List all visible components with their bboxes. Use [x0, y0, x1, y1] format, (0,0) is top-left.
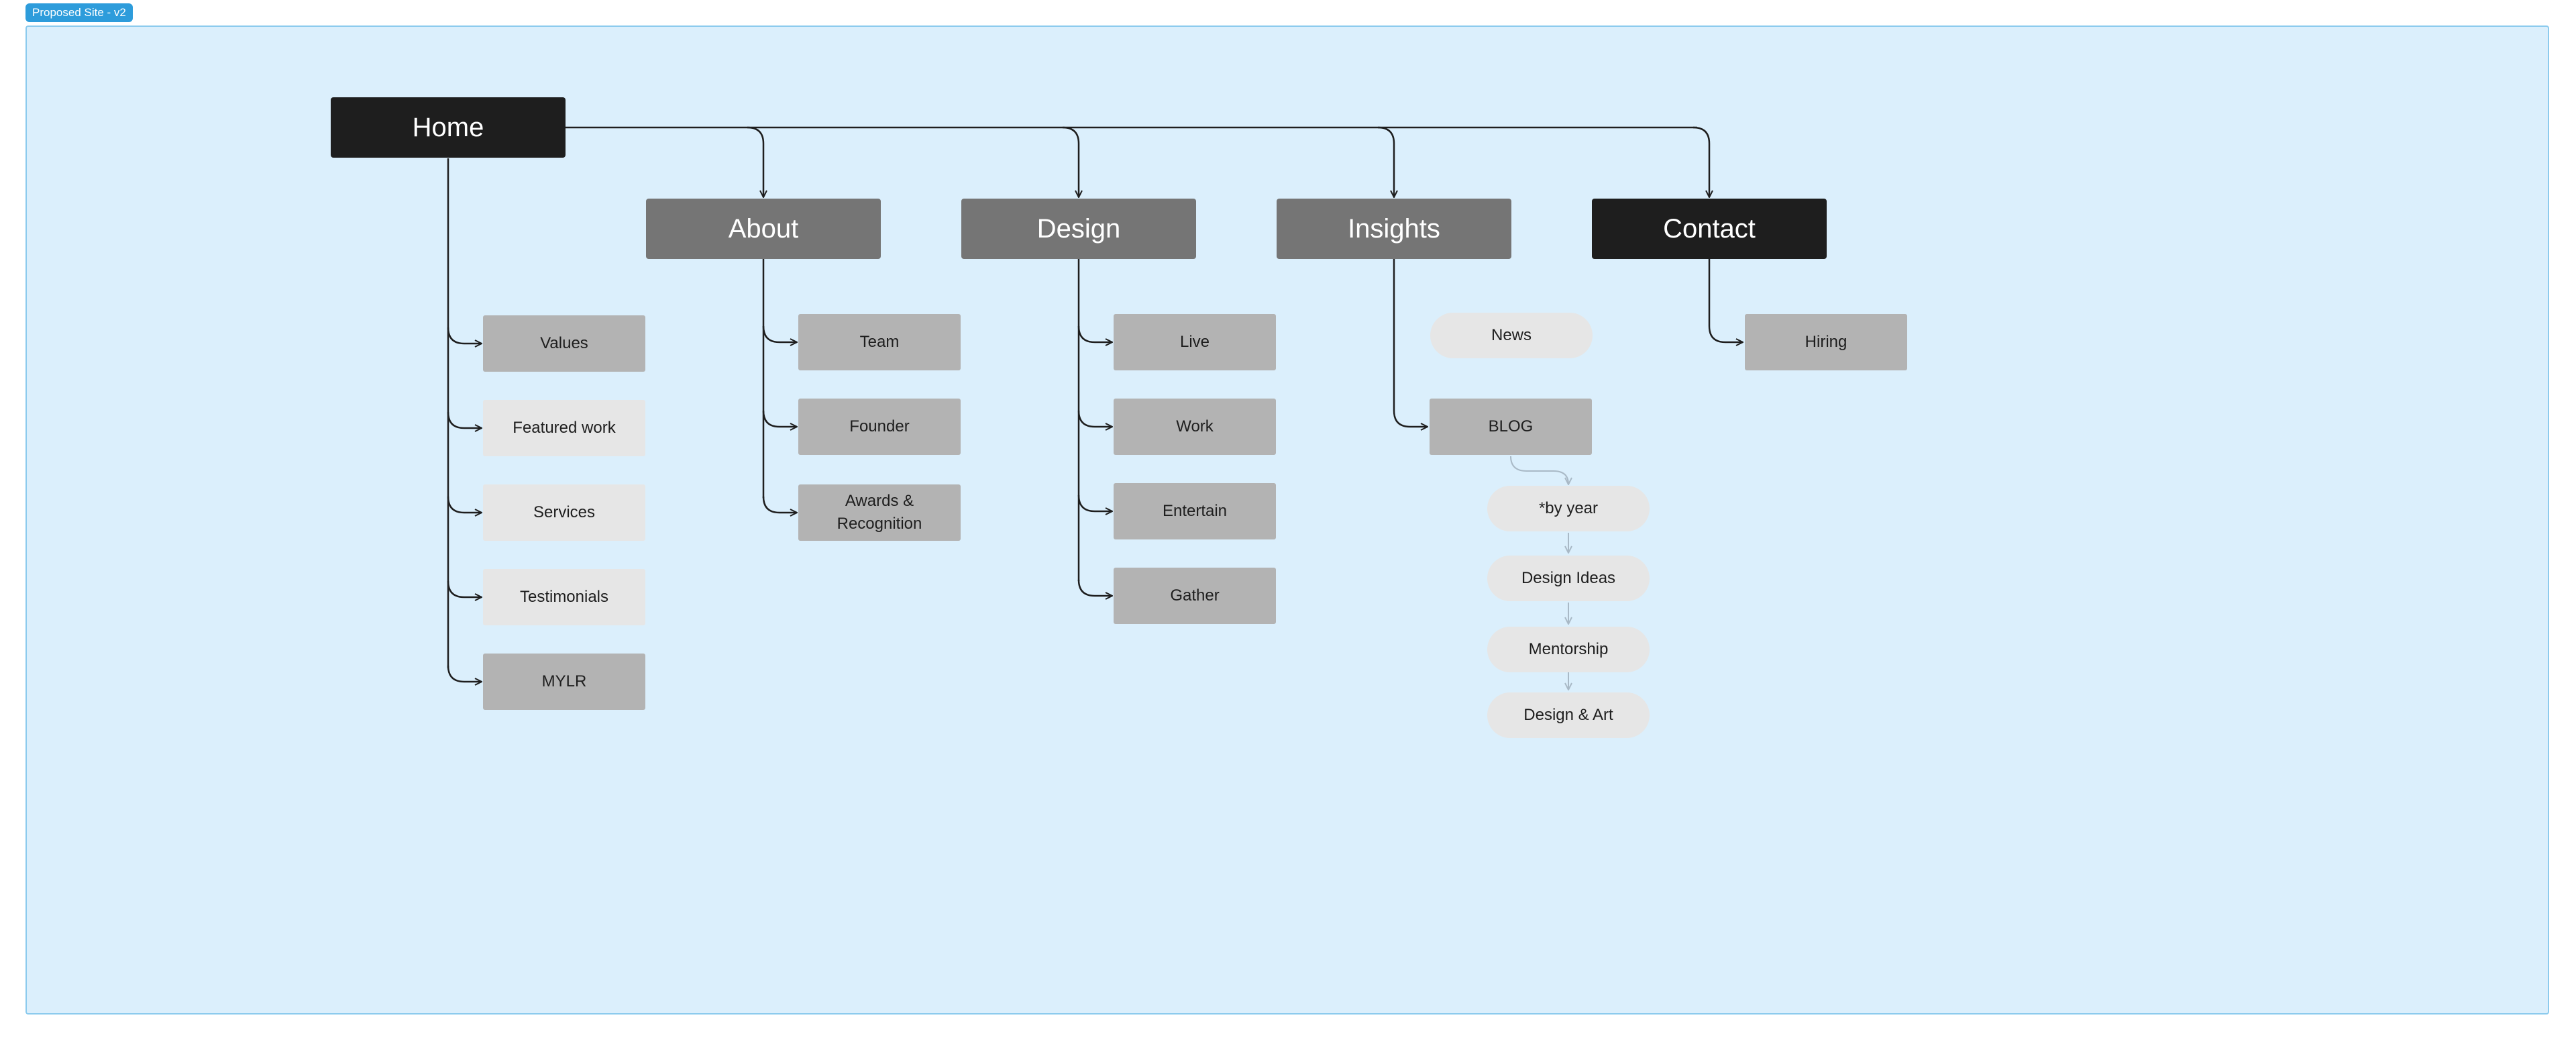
- connector-design-work: [1077, 410, 1112, 427]
- connector-blog-byyear: [1510, 456, 1568, 484]
- node-values[interactable]: Values: [483, 315, 645, 372]
- connector-insights-blog: [1393, 259, 1428, 427]
- node-gather[interactable]: Gather: [1114, 568, 1276, 624]
- node-home[interactable]: Home: [331, 97, 566, 158]
- node-by-year[interactable]: *by year: [1487, 486, 1650, 531]
- connector-home-testimonials: [447, 580, 482, 597]
- connector-home-values: [447, 327, 482, 344]
- node-awards-recognition[interactable]: Awards & Recognition: [798, 484, 961, 541]
- connector-home-services: [447, 496, 482, 513]
- node-hiring[interactable]: Hiring: [1745, 314, 1907, 370]
- connector-home-contact: [1693, 126, 1709, 197]
- node-featured-work[interactable]: Featured work: [483, 400, 645, 456]
- connector-home-mylr: [447, 665, 482, 682]
- node-insights[interactable]: Insights: [1277, 199, 1511, 259]
- connector-home-about: [747, 126, 763, 197]
- node-work[interactable]: Work: [1114, 399, 1276, 455]
- node-mylr[interactable]: MYLR: [483, 654, 645, 710]
- connector-contact-hiring: [1708, 259, 1743, 342]
- node-about[interactable]: About: [646, 199, 881, 259]
- frame-label[interactable]: Proposed Site - v2: [25, 3, 133, 22]
- node-team[interactable]: Team: [798, 314, 961, 370]
- connector-design-gather: [1077, 579, 1112, 596]
- connector-home-featured: [447, 411, 482, 428]
- connector-about-founder: [762, 410, 797, 427]
- node-news[interactable]: News: [1430, 313, 1593, 358]
- node-contact[interactable]: Contact: [1592, 199, 1827, 259]
- connector-design-live: [1077, 325, 1112, 342]
- connector-about-awards: [762, 496, 797, 513]
- node-founder[interactable]: Founder: [798, 399, 961, 455]
- connector-about-team: [762, 325, 797, 342]
- node-services[interactable]: Services: [483, 484, 645, 541]
- node-mentorship[interactable]: Mentorship: [1487, 627, 1650, 672]
- node-design[interactable]: Design: [961, 199, 1196, 259]
- node-design-art[interactable]: Design & Art: [1487, 692, 1650, 738]
- sitemap-frame: [25, 25, 2549, 1015]
- node-entertain[interactable]: Entertain: [1114, 483, 1276, 539]
- node-design-ideas[interactable]: Design Ideas: [1487, 556, 1650, 601]
- connector-home-design: [1062, 126, 1079, 197]
- connector-home-insights: [1377, 126, 1394, 197]
- node-blog[interactable]: BLOG: [1430, 399, 1592, 455]
- node-testimonials[interactable]: Testimonials: [483, 569, 645, 625]
- node-live[interactable]: Live: [1114, 314, 1276, 370]
- connector-design-entertain: [1077, 495, 1112, 511]
